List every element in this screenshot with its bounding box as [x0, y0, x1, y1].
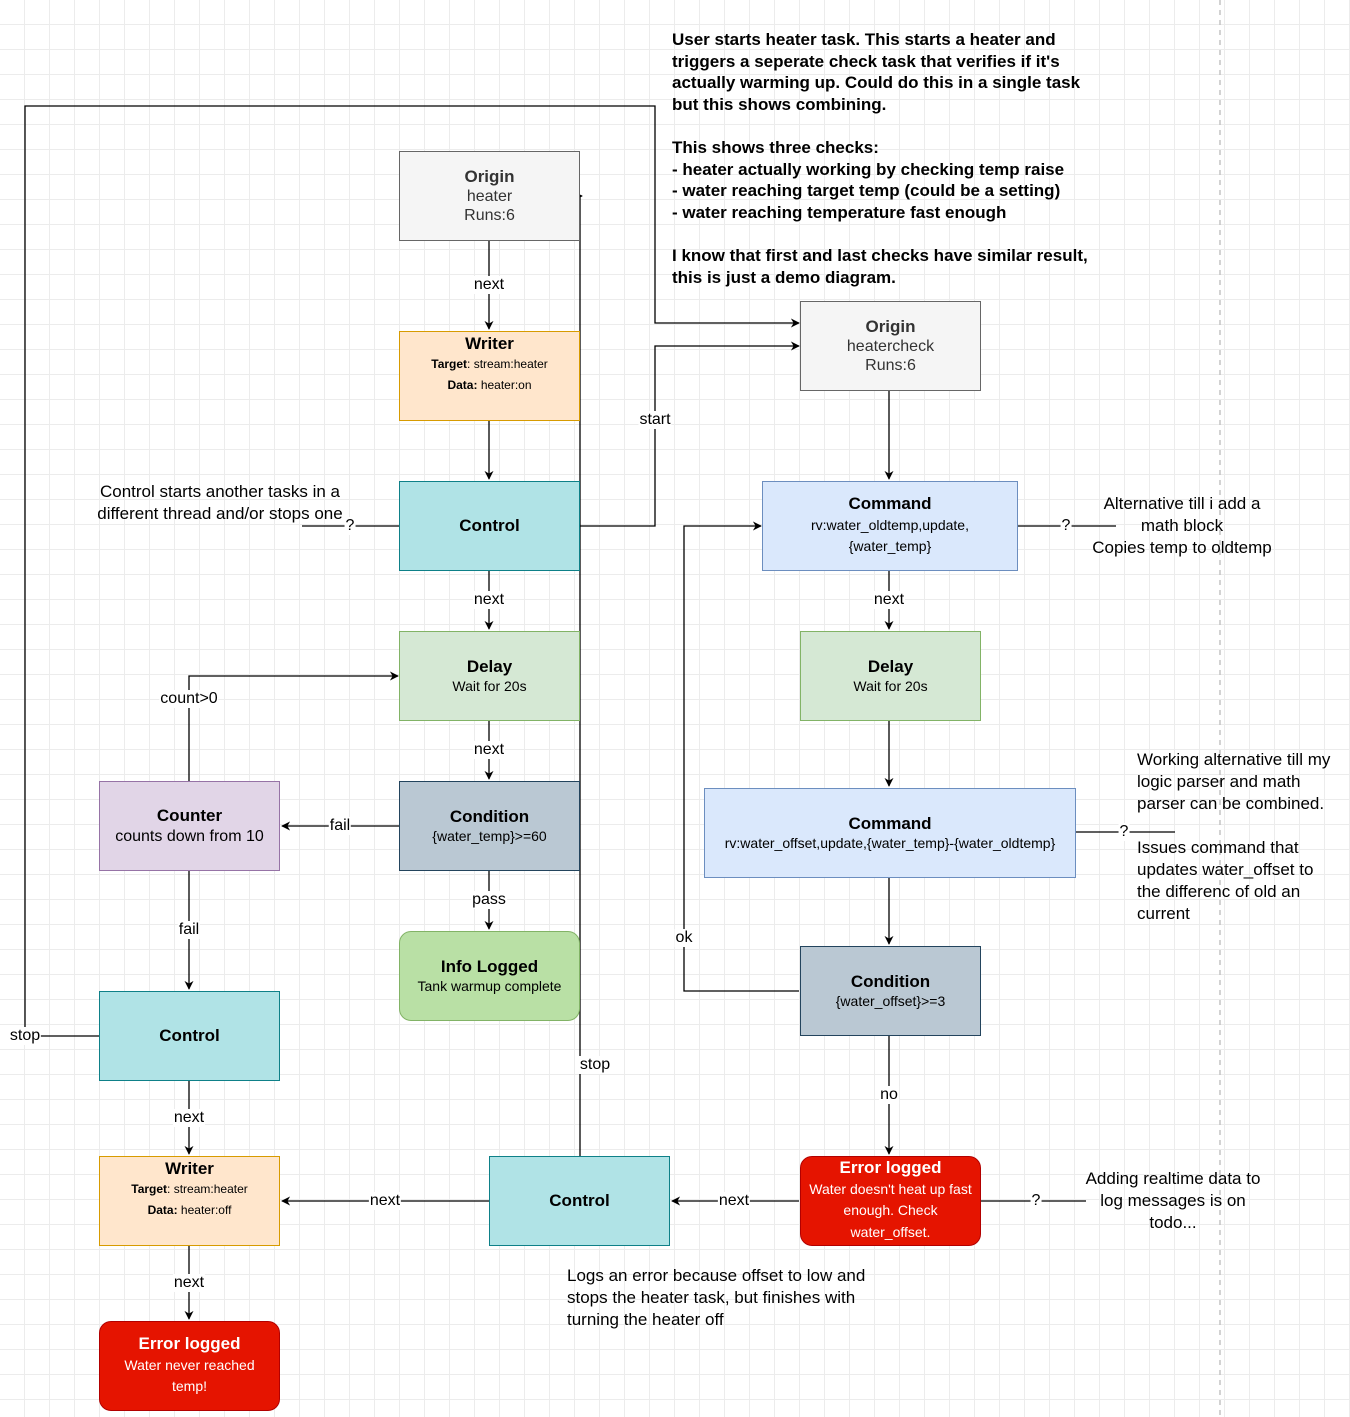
origin-heatercheck-node[interactable]: Origin heatercheck Runs:6	[800, 301, 981, 391]
delay-node-right[interactable]: Delay Wait for 20s	[800, 631, 981, 721]
control-node-finish[interactable]: Control	[489, 1156, 670, 1246]
node-text: Wait for 20s	[452, 677, 527, 694]
note-top-description: User starts heater task. This starts a h…	[672, 30, 1088, 287]
command-offset-node[interactable]: Command rv:water_offset,update,{water_te…	[704, 788, 1076, 878]
node-line: {water_temp}	[848, 538, 932, 555]
node-text: Wait for 20s	[853, 677, 928, 694]
writer-heater-off-node[interactable]: Writer Target: stream:heater Data: heate…	[99, 1156, 280, 1246]
edge-label-question: ?	[1060, 517, 1072, 535]
node-line: Runs:6	[464, 207, 515, 225]
node-title: Control	[459, 515, 520, 535]
edge-label-pass: pass	[471, 891, 507, 909]
edge-label-question: ?	[1118, 823, 1130, 841]
writer-heater-on-node[interactable]: Writer Target: stream:heater Data: heate…	[399, 331, 580, 421]
note-logs-error: Logs an error because offset to low and …	[567, 1266, 866, 1329]
node-title: Writer	[465, 334, 514, 353]
node-title: Condition	[449, 807, 530, 827]
edge-counter-delay	[188, 671, 399, 781]
node-line: heater	[466, 188, 513, 205]
edge-label-stop: stop	[578, 1056, 612, 1074]
edge-label-fail: fail	[177, 921, 201, 939]
node-line: temp!	[171, 1378, 207, 1395]
node-title: Origin	[464, 166, 515, 186]
node-title: Writer	[165, 1159, 214, 1178]
node-title: Control	[159, 1025, 220, 1045]
edge-label-next: next	[472, 741, 506, 759]
edge-label-stop: stop	[8, 1027, 42, 1045]
control-node-stop[interactable]: Control	[99, 991, 280, 1081]
condition-node-right[interactable]: Condition {water_offset}>=3	[800, 946, 981, 1036]
node-text: {water_offset}>=3	[835, 992, 946, 1009]
node-title: Error logged	[839, 1158, 942, 1178]
edge-label-question: ?	[1030, 1192, 1042, 1210]
node-line: Water doesn't heat up fast	[809, 1180, 972, 1197]
node-text: rv:water_offset,update,{water_temp}-{wat…	[724, 834, 1056, 851]
node-line: rv:water_oldtemp,update,	[811, 516, 969, 533]
node-title: Command	[848, 494, 932, 514]
writer-data: Data: heater:off	[147, 1203, 232, 1218]
node-text: counts down from 10	[115, 827, 264, 845]
edge-label-next: next	[172, 1109, 206, 1127]
node-title: Error logged	[138, 1334, 241, 1354]
error-never-reached-node[interactable]: Error logged Water never reached temp!	[99, 1321, 280, 1411]
node-title: Info Logged	[440, 957, 539, 977]
condition-node-left[interactable]: Condition {water_temp}>=60	[399, 781, 580, 871]
edge-label-count-gt0: count>0	[159, 690, 219, 708]
edge-label-next: next	[368, 1192, 402, 1210]
edge-label-question: ?	[344, 517, 356, 535]
edge-label-next: next	[172, 1274, 206, 1292]
edge-label-next: next	[717, 1192, 751, 1210]
origin-heater-node[interactable]: Origin heater Runs:6	[399, 151, 580, 241]
node-line: enough. Check	[843, 1202, 938, 1219]
edge-label-next: next	[472, 591, 506, 609]
delay-node-left[interactable]: Delay Wait for 20s	[399, 631, 580, 721]
node-title: Command	[848, 814, 932, 834]
note-working-alternative: Working alternative till my logic parser…	[1137, 750, 1331, 923]
edge-control-stop-heater	[573, 191, 583, 1156]
command-oldtemp-node[interactable]: Command rv:water_oldtemp,update, {water_…	[762, 481, 1018, 571]
edge-label-fail: fail	[328, 817, 352, 835]
node-title: Counter	[156, 806, 223, 826]
writer-data: Data: heater:on	[447, 378, 532, 393]
control-node-start[interactable]: Control	[399, 481, 580, 571]
node-text: {water_temp}>=60	[432, 827, 547, 844]
note-alternative-math: Alternative till i add a math block Copi…	[1092, 494, 1272, 557]
error-slow-heat-node[interactable]: Error logged Water doesn't heat up fast …	[800, 1156, 981, 1246]
edge-label-next: next	[872, 591, 906, 609]
note-realtime-todo: Adding realtime data to log messages is …	[1085, 1169, 1261, 1232]
node-text: Tank warmup complete	[417, 977, 562, 994]
node-title: Control	[549, 1190, 610, 1210]
node-line: Runs:6	[865, 357, 916, 375]
info-logged-node[interactable]: Info Logged Tank warmup complete	[399, 931, 580, 1021]
node-title: Condition	[850, 972, 931, 992]
note-control: Control starts another tasks in a differ…	[97, 482, 343, 523]
node-line: Water never reached	[124, 1356, 255, 1373]
edge-control-origin-check	[580, 341, 800, 527]
writer-target: Target: stream:heater	[131, 1182, 248, 1197]
edge-condition-ok-loop	[683, 521, 799, 992]
node-line: water_offset.	[850, 1224, 931, 1241]
writer-target: Target: stream:heater	[431, 357, 548, 372]
edge-label-ok: ok	[674, 929, 694, 947]
edge-label-no: no	[879, 1086, 899, 1104]
edge-label-next: next	[472, 276, 506, 294]
counter-node[interactable]: Counter counts down from 10	[99, 781, 280, 871]
node-title: Delay	[466, 657, 513, 677]
node-title: Delay	[867, 657, 914, 677]
edge-label-start: start	[638, 411, 672, 429]
node-line: heatercheck	[846, 338, 935, 355]
node-title: Origin	[865, 316, 916, 336]
